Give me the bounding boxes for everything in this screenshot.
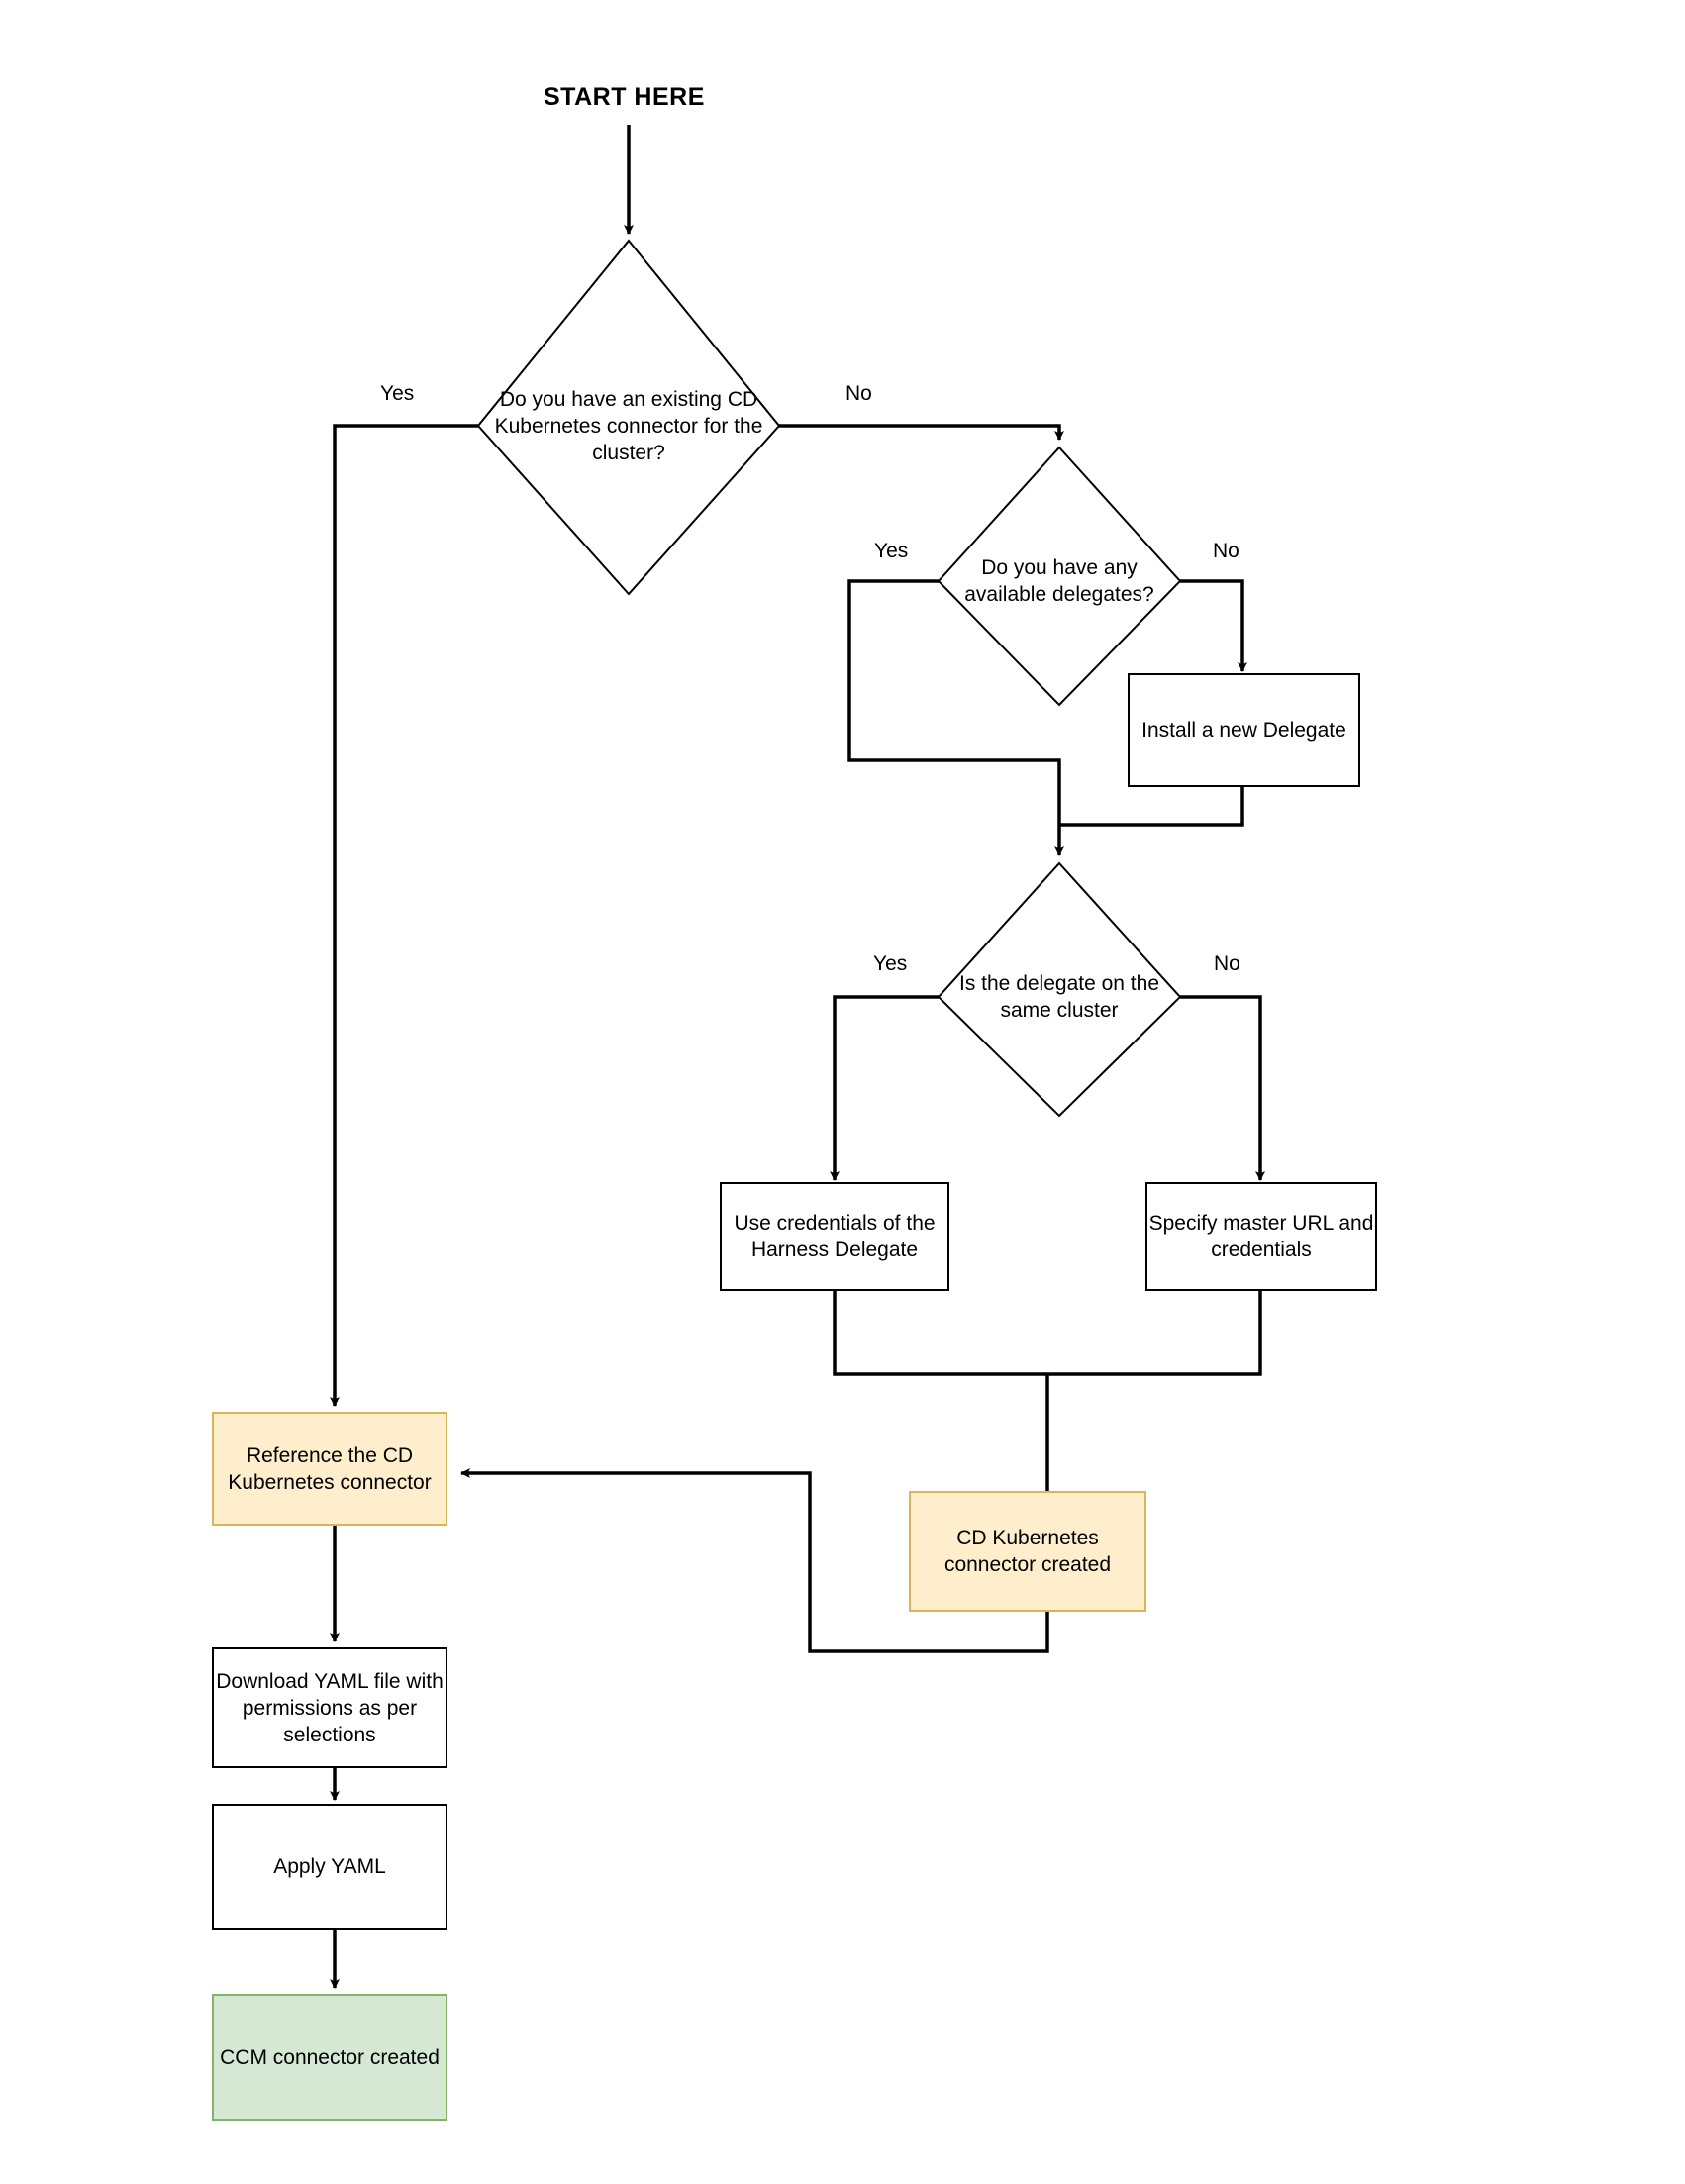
- node-cd-kubernetes-connector-created[interactable]: CD Kubernetes connector created: [909, 1491, 1146, 1612]
- edge-d1-yes: [330, 424, 478, 1407]
- node-download-yaml-file[interactable]: Download YAML file with permissions as p…: [212, 1647, 447, 1768]
- edge-label-d2-no: No: [1210, 540, 1242, 563]
- decision-d2-shape: [937, 446, 1182, 707]
- node-specify-master-url-and-credentials[interactable]: Specify master URL and credentials: [1145, 1182, 1377, 1291]
- edge-label-d2-yes: Yes: [871, 540, 912, 563]
- edge-d1-no: [779, 424, 1064, 441]
- node-use-credentials-of-harness-delegate[interactable]: Use credentials of the Harness Delegate: [720, 1182, 949, 1291]
- node-install-a-new-delegate[interactable]: Install a new Delegate: [1128, 673, 1360, 787]
- edge-d2-no: [1180, 579, 1247, 672]
- edge-install-to-d3: [1060, 785, 1244, 827]
- node-apply-yaml[interactable]: Apply YAML: [212, 1804, 447, 1930]
- decision-d1-shape: [476, 239, 781, 596]
- edge-label-d1-yes: Yes: [377, 382, 418, 406]
- edge-d3-yes: [830, 995, 939, 1181]
- decision-d3-shape: [937, 861, 1182, 1118]
- node-reference-cd-kubernetes-connector[interactable]: Reference the CD Kubernetes connector: [212, 1412, 447, 1526]
- edge-label-d3-no: No: [1211, 952, 1243, 976]
- edge-d2-yes: [847, 579, 1064, 856]
- node-ccm-connector-created[interactable]: CCM connector created: [212, 1994, 447, 2121]
- edge-label-d3-yes: Yes: [870, 952, 911, 976]
- edge-created-to-reference: [460, 1468, 1049, 1653]
- edge-usecred-merge: [833, 1289, 1047, 1376]
- page-title: START HERE: [544, 83, 705, 111]
- edge-specify-merge: [1047, 1289, 1262, 1376]
- edge-d3-no: [1180, 995, 1265, 1181]
- edge-label-d1-no: No: [842, 382, 875, 406]
